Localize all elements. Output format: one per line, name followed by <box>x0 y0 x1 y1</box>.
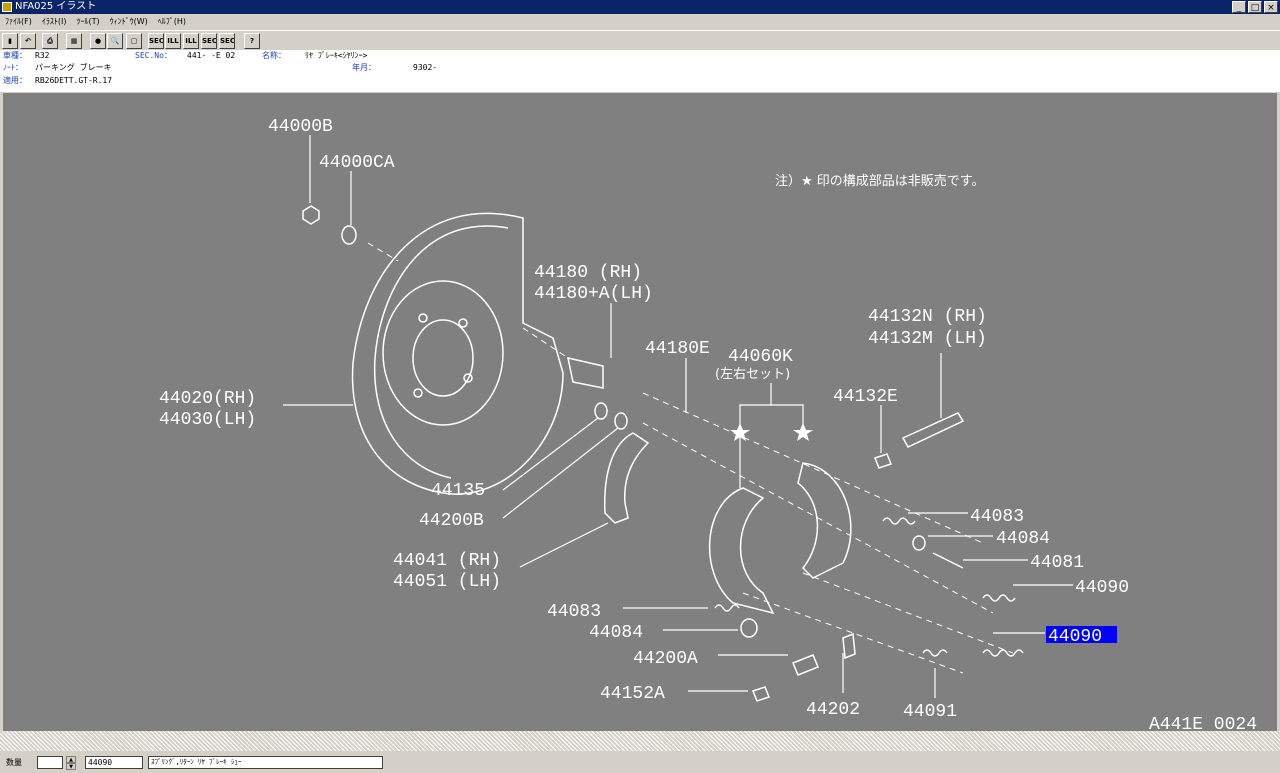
part-name-field: ｽﾌﾟﾘﾝｸﾞ,ﾘﾀｰﾝ ﾘﾔ ﾌﾞﾚｰｷ ｼｭｰ <box>148 756 383 769</box>
title-bar: NFA025 イラスト _ □ × <box>0 0 1280 14</box>
part-label-lr-set: (左右セット) <box>715 367 790 382</box>
ill-prev-icon[interactable]: ILL <box>165 33 181 49</box>
horizontal-scrollbar[interactable] <box>0 731 1280 751</box>
sec-value: 441- -E 02 <box>187 51 236 60</box>
part-label-44000ca[interactable]: 44000CA <box>319 153 395 173</box>
menu-bar: ﾌｧｲﾙ(F) ｲﾗｽﾄ(I) ﾂｰﾙ(T) ｳｨﾝﾄﾞｳ(W) ﾍﾙﾌﾟ(H) <box>0 14 1280 30</box>
part-label-44091[interactable]: 44091 <box>903 702 957 722</box>
part-label-44132n-rh[interactable]: 44132N (RH) <box>868 307 987 327</box>
part-label-44081[interactable]: 44081 <box>1030 553 1084 573</box>
part-label-44083-left[interactable]: 44083 <box>547 602 601 622</box>
car-label: 車種： <box>3 51 27 60</box>
part-label-44020-rh[interactable]: 44020(RH) <box>159 389 256 409</box>
status-bar: 数量 ▲ ▼ 44090 ｽﾌﾟﾘﾝｸﾞ,ﾘﾀｰﾝ ﾘﾔ ﾌﾞﾚｰｷ ｼｭｰ <box>0 751 1280 773</box>
qty-spinner[interactable]: ▲ ▼ <box>66 756 76 770</box>
menu-tools[interactable]: ﾂｰﾙ(T) <box>76 17 100 26</box>
window-icon[interactable]: ▢ <box>126 33 142 49</box>
minimize-button[interactable]: _ <box>1232 1 1246 13</box>
name-value: ﾘﾔ ﾌﾞﾚｰｷ<ｼﾔﾘﾝｰ> <box>305 51 368 60</box>
qty-label: 数量 <box>6 758 22 767</box>
note-value: パーキング ブレーキ <box>35 63 112 72</box>
part-label-44180-rh[interactable]: 44180 (RH) <box>534 263 642 283</box>
part-label-44090-upper[interactable]: 44090 <box>1075 578 1129 598</box>
menu-window[interactable]: ｳｨﾝﾄﾞｳ(W) <box>109 17 148 26</box>
app-icon <box>2 2 12 12</box>
spin-down-icon[interactable]: ▼ <box>66 763 76 770</box>
menu-file[interactable]: ﾌｧｲﾙ(F) <box>5 17 32 26</box>
figure-id: A441E 0024 <box>1149 715 1257 731</box>
part-label-44060k[interactable]: 44060K <box>728 347 793 367</box>
back-arrow-icon[interactable]: ↶ <box>20 33 36 49</box>
part-label-44135[interactable]: 44135 <box>431 481 485 501</box>
sec-label: SEC.No： <box>135 51 172 60</box>
apply-label: 適用： <box>3 76 27 85</box>
dashed-guides <box>367 242 1014 674</box>
diagram-note: 注）★ 印の構成部品は非販売です。 <box>775 173 985 189</box>
star-markers <box>730 423 813 441</box>
part-label-44180a-lh[interactable]: 44180+A(LH) <box>534 284 653 304</box>
help-icon[interactable]: ? <box>244 33 260 49</box>
menu-help[interactable]: ﾍﾙﾌﾟ(H) <box>157 17 187 26</box>
sec-next-icon[interactable]: SEC <box>201 33 217 49</box>
close-button[interactable]: × <box>1264 1 1278 13</box>
part-label-44202[interactable]: 44202 <box>806 700 860 720</box>
grid-icon[interactable]: ▦ <box>66 33 82 49</box>
part-label-44152a[interactable]: 44152A <box>600 684 665 704</box>
maximize-button[interactable]: □ <box>1248 1 1262 13</box>
car-value: R32 <box>35 51 50 60</box>
part-label-44030-lh[interactable]: 44030(LH) <box>159 410 256 430</box>
diagram-drawing <box>302 205 1024 702</box>
part-label-44083-right[interactable]: 44083 <box>970 507 1024 527</box>
name-label: 名称： <box>262 51 286 60</box>
parts-diagram: 注）★ 印の構成部品は非販売です。 44000B 44000CA 44180 (… <box>159 117 1257 731</box>
zoom-icon[interactable]: 🔍 <box>107 33 123 49</box>
date-label: 年月： <box>352 63 376 72</box>
book-icon[interactable]: ▮ <box>2 33 18 49</box>
window-title: NFA025 イラスト <box>15 1 97 12</box>
part-label-44132e[interactable]: 44132E <box>833 387 898 407</box>
date-value: 9302- <box>413 63 438 72</box>
part-label-44051-lh[interactable]: 44051 (LH) <box>393 572 501 592</box>
part-label-44132m-lh[interactable]: 44132M (LH) <box>868 329 987 349</box>
qty-input[interactable] <box>37 756 63 769</box>
record-icon[interactable]: ● <box>90 33 106 49</box>
info-panel: 車種： R32 SEC.No： 441- -E 02 名称： ﾘﾔ ﾌﾞﾚｰｷ<… <box>0 50 1280 92</box>
illustration-canvas[interactable]: 注）★ 印の構成部品は非販売です。 44000B 44000CA 44180 (… <box>3 93 1277 731</box>
spin-up-icon[interactable]: ▲ <box>66 756 76 763</box>
part-label-44090-selected[interactable]: 44090 <box>1048 627 1102 647</box>
part-label-44200b[interactable]: 44200B <box>419 511 484 531</box>
sec-jump-icon[interactable]: SEC <box>219 33 235 49</box>
part-label-44084-right[interactable]: 44084 <box>996 529 1050 549</box>
print-icon[interactable]: ⎙ <box>42 33 58 49</box>
part-label-44084-left[interactable]: 44084 <box>589 623 643 643</box>
note-label: ﾉｰﾄ： <box>3 63 23 72</box>
part-label-44200a[interactable]: 44200A <box>633 649 698 669</box>
leader-lines <box>283 135 1073 698</box>
part-number-field: 44090 <box>85 756 143 769</box>
ill-next-icon[interactable]: ILL <box>183 33 199 49</box>
part-label-44000b[interactable]: 44000B <box>268 117 333 137</box>
selected-label-highlight <box>1046 626 1117 643</box>
part-label-44180e[interactable]: 44180E <box>645 339 710 359</box>
sec-prev-icon[interactable]: SEC <box>148 33 164 49</box>
menu-illust[interactable]: ｲﾗｽﾄ(I) <box>41 17 67 26</box>
apply-value: RB26DETT.GT-R.17 <box>35 76 113 85</box>
toolbar: ▮ ↶ ⎙ ▦ ● 🔍 ▢ SEC ILL ILL SEC SEC ? <box>0 30 1280 52</box>
part-label-44041-rh[interactable]: 44041 (RH) <box>393 551 501 571</box>
